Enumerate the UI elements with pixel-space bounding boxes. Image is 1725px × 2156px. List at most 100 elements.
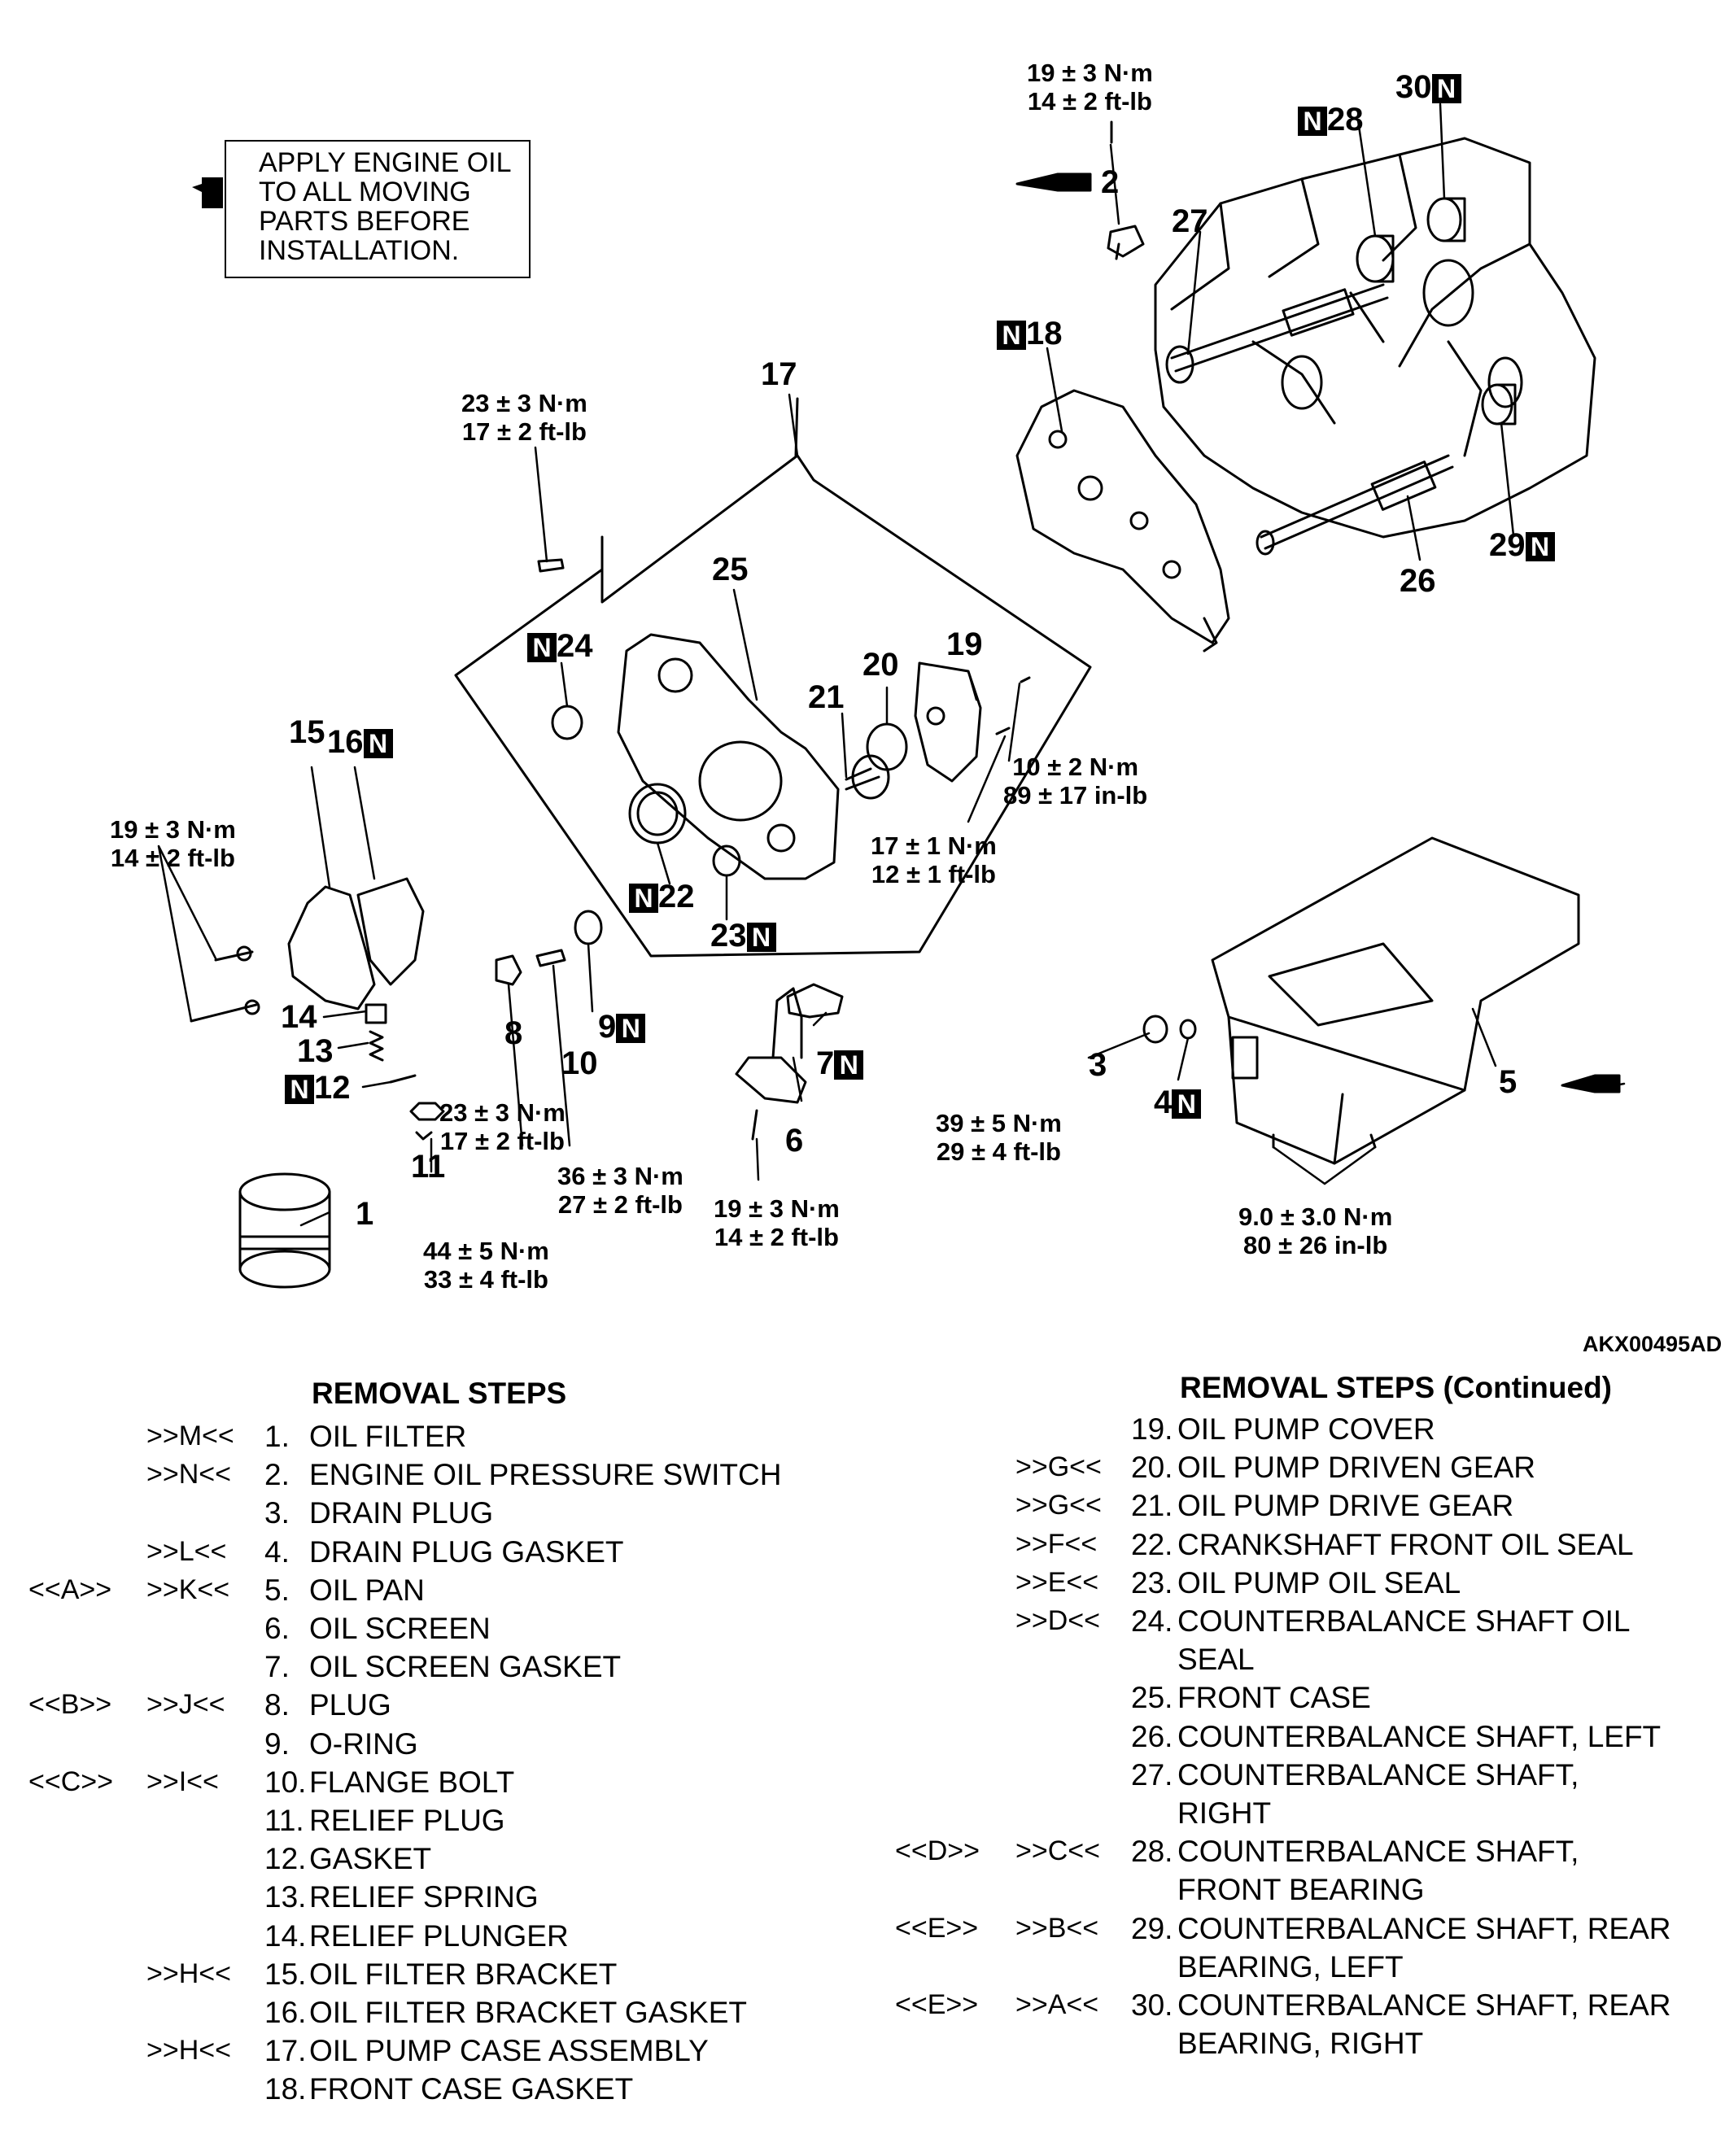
step-name: OIL FILTER: [309, 1420, 467, 1453]
step-name: OIL PAN: [309, 1573, 425, 1607]
step-number: 21.: [1131, 1489, 1173, 1522]
step-number: 28.: [1131, 1835, 1173, 1868]
callout-20: 20: [862, 647, 899, 683]
step-number: 19.: [1131, 1412, 1173, 1446]
figure-code: AKX00495AD: [1583, 1332, 1723, 1356]
step-name: COUNTERBALANCE SHAFT, REAR: [1177, 1988, 1671, 2022]
n-mark: N: [1525, 532, 1555, 562]
step-ref-b: >>F<<: [1015, 1529, 1098, 1560]
plug-bolt-oring-drawing: [495, 910, 603, 986]
step-ref-b: >>A<<: [1015, 1989, 1099, 2020]
step-name: OIL PUMP COVER: [1177, 1412, 1435, 1446]
callout-22-label: 22: [658, 879, 695, 914]
torque-spec-bracket-bolt: 19 ± 3 N·m 14 ± 2 ft-lb: [110, 815, 236, 872]
callout-4-label: 4: [1154, 1085, 1173, 1120]
step-name: ENGINE OIL PRESSURE SWITCH: [309, 1458, 782, 1491]
engine-block-drawing: [1154, 137, 1596, 539]
step-name-continuation: BEARING, LEFT: [1177, 1950, 1404, 1984]
step-ref-a: <<A>>: [28, 1574, 112, 1605]
step-number: 5.: [264, 1573, 290, 1607]
step-number: 18.: [264, 2072, 307, 2106]
case-bolt-drawing: [537, 558, 565, 573]
engine-oil-note-text: APPLY ENGINE OIL TO ALL MOVING PARTS BEF…: [259, 147, 512, 266]
torque-spec-oil-pressure-switch: 19 ± 3 N·m 14 ± 2 ft-lb: [1027, 59, 1153, 116]
callout-14: 14: [281, 999, 317, 1035]
step-number: 2.: [264, 1458, 290, 1491]
step-ref-b: >>K<<: [146, 1574, 230, 1605]
step-name-continuation: SEAL: [1177, 1643, 1255, 1676]
relief-valve-parts-drawing: [365, 1003, 445, 1141]
step-name: FLANGE BOLT: [309, 1765, 515, 1799]
counterbalance-shaft-left-drawing: [1256, 454, 1454, 556]
step-name: OIL PUMP DRIVEN GEAR: [1177, 1451, 1535, 1484]
n-mark: N: [997, 321, 1026, 351]
step-number: 20.: [1131, 1451, 1173, 1484]
callout-27: 27: [1172, 203, 1208, 239]
step-name: OIL PUMP DRIVE GEAR: [1177, 1489, 1514, 1522]
step-name: OIL SCREEN: [309, 1612, 491, 1645]
step-number: 16.: [264, 1996, 307, 2029]
step-number: 25.: [1131, 1681, 1173, 1714]
step-ref-b: >>E<<: [1015, 1567, 1099, 1598]
step-name: DRAIN PLUG: [309, 1496, 494, 1530]
counterbalance-shaft-right-drawing: [1165, 283, 1389, 384]
callout-21: 21: [808, 679, 845, 715]
step-number: 24.: [1131, 1604, 1173, 1638]
step-ref-b: >>G<<: [1015, 1451, 1102, 1482]
step-ref-b: >>H<<: [146, 1958, 231, 1989]
step-number: 27.: [1131, 1758, 1173, 1792]
torque-spec-flange-bolt: 36 ± 3 N·m 27 ± 2 ft-lb: [557, 1162, 683, 1219]
step-name: RELIEF PLUG: [309, 1804, 505, 1837]
sealant-tube-icon: [1015, 172, 1621, 1093]
n-mark: N: [363, 729, 393, 759]
oil-pressure-switch-drawing: [1107, 120, 1145, 260]
callout-6: 6: [785, 1123, 804, 1159]
torque-spec-cover-bolt: 17 ± 1 N·m 12 ± 1 ft-lb: [871, 831, 997, 888]
step-name-continuation: RIGHT: [1177, 1796, 1272, 1830]
step-name: OIL FILTER BRACKET GASKET: [309, 1996, 747, 2029]
removal-steps-continued-title: REMOVAL STEPS (Continued): [1180, 1371, 1613, 1404]
oil-screen-drawing: [735, 983, 844, 1141]
callout-15: 15: [289, 714, 325, 750]
step-number: 1.: [264, 1420, 290, 1453]
torque-spec-cover-screw: 10 ± 2 N·m 89 ± 17 in-lb: [1003, 753, 1148, 810]
step-ref-b: >>G<<: [1015, 1490, 1102, 1521]
callout-16-label: 16: [327, 724, 364, 760]
step-number: 9.: [264, 1727, 290, 1761]
step-ref-b: >>D<<: [1015, 1605, 1100, 1636]
step-number: 11.: [264, 1804, 304, 1837]
callout-1: 1: [356, 1196, 374, 1232]
step-name: RELIEF SPRING: [309, 1880, 539, 1914]
step-ref-b: >>I<<: [146, 1766, 219, 1797]
step-ref-b: >>L<<: [146, 1536, 227, 1567]
step-number: 17.: [264, 2034, 307, 2067]
step-number: 22.: [1131, 1528, 1173, 1561]
torque-spec-case-bolt: 23 ± 3 N·m 17 ± 2 ft-lb: [461, 389, 587, 446]
step-name: COUNTERBALANCE SHAFT OIL: [1177, 1604, 1631, 1638]
oil-seals-drawing: [551, 705, 741, 877]
removal-steps-title: REMOVAL STEPS: [312, 1377, 567, 1410]
step-name: FRONT CASE GASKET: [309, 2072, 634, 2106]
n-mark: N: [834, 1050, 864, 1080]
callout-10: 10: [561, 1045, 598, 1081]
callout-13: 13: [297, 1033, 334, 1069]
step-number: 26.: [1131, 1720, 1173, 1753]
n-mark: N: [1298, 107, 1327, 137]
leader-lines: [157, 103, 1626, 1227]
front-case-drawing: [617, 633, 840, 880]
oil-can-icon: [192, 177, 223, 208]
step-number: 8.: [264, 1688, 290, 1722]
oil-pump-group-outline: [454, 454, 1092, 958]
step-ref-b: >>M<<: [146, 1421, 234, 1451]
step-name: COUNTERBALANCE SHAFT, LEFT: [1177, 1720, 1662, 1753]
callout-12-label: 12: [314, 1070, 351, 1106]
